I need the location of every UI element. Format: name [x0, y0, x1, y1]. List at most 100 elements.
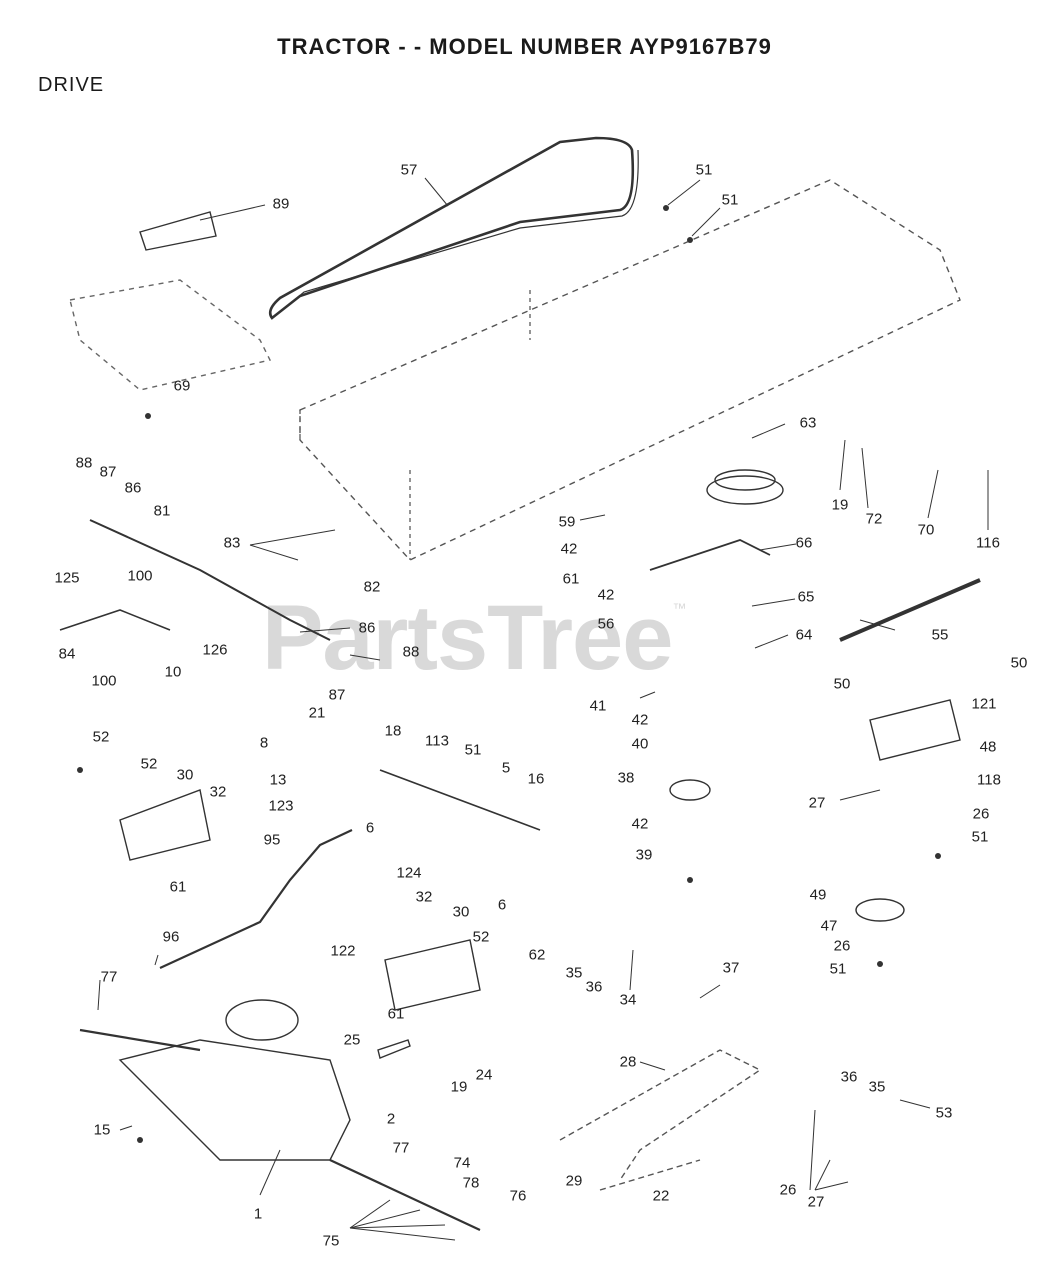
callout-51: 51 [464, 741, 482, 759]
callout-76: 76 [509, 1187, 527, 1205]
callout-87: 87 [328, 686, 346, 704]
spring-25 [377, 1039, 411, 1059]
callout-13: 13 [269, 771, 287, 789]
callout-18: 18 [384, 722, 402, 740]
callout-19: 19 [450, 1078, 468, 1096]
callout-77: 77 [392, 1139, 410, 1157]
callout-38: 38 [617, 769, 635, 787]
callout-100: 100 [91, 672, 117, 690]
callout-16: 16 [527, 770, 545, 788]
callout-95: 95 [263, 831, 281, 849]
callout-10: 10 [164, 663, 182, 681]
transaxle-1 [118, 1039, 351, 1161]
arm-66 [649, 539, 771, 571]
callout-53: 53 [935, 1104, 953, 1122]
callout-24: 24 [475, 1066, 493, 1084]
callout-77: 77 [100, 968, 118, 986]
callout-96: 96 [162, 928, 180, 946]
callout-39: 39 [635, 846, 653, 864]
axle [79, 1028, 481, 1231]
parts-tree-watermark: PartsTree™ [262, 586, 686, 691]
callout-35: 35 [868, 1078, 886, 1096]
callout-61: 61 [562, 570, 580, 588]
shaft-55 [839, 578, 981, 642]
pulley-63 [706, 475, 784, 505]
callout-48: 48 [979, 738, 997, 756]
callout-19: 19 [831, 496, 849, 514]
callout-50: 50 [1010, 654, 1028, 672]
callout-2: 2 [386, 1110, 396, 1128]
callout-83: 83 [223, 534, 241, 552]
callout-69: 69 [173, 377, 191, 395]
hood-outline [69, 279, 272, 391]
rod-22 [599, 1159, 701, 1191]
bracket-89 [139, 211, 217, 251]
callout-52: 52 [140, 755, 158, 773]
callout-15: 15 [93, 1121, 111, 1139]
bracket-30-right [384, 939, 481, 1011]
watermark-tm: ™ [672, 600, 686, 616]
callout-49: 49 [809, 886, 827, 904]
callout-34: 34 [619, 991, 637, 1009]
callout-121: 121 [971, 695, 997, 713]
callout-25: 25 [343, 1031, 361, 1049]
callout-56: 56 [597, 615, 615, 633]
callout-64: 64 [795, 626, 813, 644]
callout-89: 89 [272, 195, 290, 213]
callout-6: 6 [365, 819, 375, 837]
callout-126: 126 [202, 641, 228, 659]
callout-113: 113 [425, 732, 449, 750]
callout-30: 30 [176, 766, 194, 784]
callout-82: 82 [363, 578, 381, 596]
callout-50: 50 [833, 675, 851, 693]
callout-118: 118 [977, 771, 1001, 789]
callout-62: 62 [528, 946, 546, 964]
callout-32: 32 [209, 783, 227, 801]
callout-75: 75 [322, 1232, 340, 1250]
callout-88: 88 [402, 643, 420, 661]
callout-26: 26 [972, 805, 990, 823]
callout-78: 78 [462, 1174, 480, 1192]
shift-rod-95 [159, 829, 353, 969]
brake-arm-18 [379, 769, 541, 831]
callout-6: 6 [497, 896, 507, 914]
callout-36: 36 [840, 1068, 858, 1086]
callout-42: 42 [560, 540, 578, 558]
callout-116: 116 [976, 534, 1000, 552]
plate-121 [869, 699, 961, 761]
callout-29: 29 [565, 1172, 583, 1190]
callout-122: 122 [330, 942, 356, 960]
callout-123: 123 [268, 797, 294, 815]
callout-72: 72 [865, 510, 883, 528]
watermark-text: PartsTree [262, 587, 673, 689]
callout-55: 55 [931, 626, 949, 644]
callout-32: 32 [415, 888, 433, 906]
callout-26: 26 [833, 937, 851, 955]
frame-outline [299, 179, 961, 561]
callout-51: 51 [971, 828, 989, 846]
callout-1: 1 [253, 1205, 263, 1223]
callout-86: 86 [358, 619, 376, 637]
transaxle-pulley [225, 999, 299, 1041]
callout-21: 21 [308, 704, 326, 722]
callout-52: 52 [472, 928, 490, 946]
callout-61: 61 [169, 878, 187, 896]
section-label: DRIVE [38, 74, 105, 96]
callout-27: 27 [808, 794, 826, 812]
callout-47: 47 [820, 917, 838, 935]
pulley-47 [855, 898, 905, 922]
callout-27: 27 [807, 1193, 825, 1211]
callout-65: 65 [797, 588, 815, 606]
rod-28 [559, 1049, 762, 1181]
callout-87: 87 [99, 463, 117, 481]
callout-28: 28 [619, 1053, 637, 1071]
callout-88: 88 [75, 454, 93, 472]
callout-51: 51 [721, 191, 739, 209]
drive-belt-57 [268, 136, 635, 320]
callout-30: 30 [452, 903, 470, 921]
callout-59: 59 [558, 513, 576, 531]
callout-57: 57 [400, 161, 418, 179]
callout-74: 74 [453, 1154, 471, 1172]
pulley-38 [669, 779, 711, 801]
